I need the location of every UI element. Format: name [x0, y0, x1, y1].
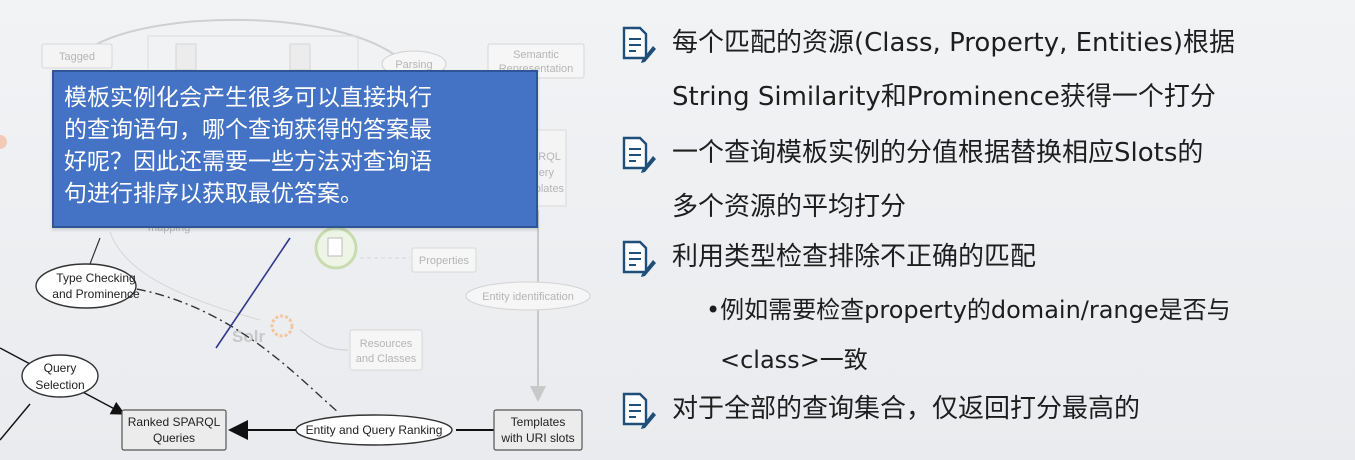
resources-label-2: and Classes	[356, 353, 417, 365]
ranked-queries-label-1: Ranked SPARQL	[128, 415, 221, 429]
properties-label: Properties	[419, 255, 470, 267]
query-selection-label-2: Selection	[35, 378, 84, 392]
callout-box: 模板实例化会产生很多可以直接执行 的查询语句，哪个查询获得的答案最 好呢？因此还…	[52, 70, 538, 228]
callout-line-4: 句进行排序以获取最优答案。	[64, 181, 363, 207]
type-checking-label-1: Type Checking	[56, 271, 135, 285]
callout-line-3: 好呢？因此还需要一些方法对查询语	[64, 149, 432, 175]
bullet-4-line-1: 对于全部的查询集合，仅返回打分最高的	[672, 394, 1141, 424]
bullet-1-line-2: String Similarity和Prominence获得一个打分	[672, 82, 1216, 112]
document-pen-icon	[622, 392, 656, 429]
entity-identification-label: Entity identification	[482, 291, 574, 303]
pipeline-diagram: Tagged Parsing Semantic Representation S…	[0, 18, 591, 451]
sub-bullet-line-2: <class>一致	[720, 346, 868, 374]
parsing-label: Parsing	[395, 59, 432, 71]
callout-line-1: 模板实例化会产生很多可以直接执行	[64, 85, 432, 111]
resources-label-1: Resources	[360, 338, 413, 350]
bullet-1-line-1: 每个匹配的资源(Class, Property, Entities)根据	[672, 28, 1236, 58]
query-selection-label-1: Query	[44, 361, 77, 375]
document-pen-icon	[622, 240, 656, 277]
ranked-queries-node	[121, 409, 227, 451]
type-checking-node	[35, 263, 137, 309]
solr-sun-icon	[270, 314, 294, 338]
bullet-2-line-1: 一个查询模板实例的分值根据替换相应Slots的	[672, 138, 1204, 168]
bullet-3-line-1: 利用类型检查排除不正确的匹配	[672, 242, 1037, 272]
bullet-2-line-2: 多个资源的平均打分	[672, 192, 907, 222]
pen-stroke-annotation	[215, 237, 291, 349]
foreground-diagram: Type Checking and Prominence Query Selec…	[0, 237, 583, 451]
semantic-label-1: Semantic	[513, 49, 559, 61]
tagged-label: Tagged	[59, 51, 95, 63]
type-checking-label-2: and Prominence	[52, 287, 140, 301]
templates-uri-label-1: Templates	[511, 415, 566, 429]
document-pen-icon	[622, 136, 656, 173]
sub-bullet-line-1: •例如需要检查property的domain/range是否与	[706, 296, 1231, 324]
templates-uri-label-2: with URI slots	[500, 431, 574, 445]
query-selection-node	[21, 354, 99, 398]
callout-line-2: 的查询语句，哪个查询获得的答案最	[64, 117, 432, 143]
solr-logo-text: Solr	[232, 327, 265, 346]
ranked-queries-label-2: Queries	[153, 431, 195, 445]
entity-query-ranking-label: Entity and Query Ranking	[306, 423, 443, 437]
document-pen-icon	[622, 26, 656, 63]
templates-uri-node	[493, 409, 583, 451]
